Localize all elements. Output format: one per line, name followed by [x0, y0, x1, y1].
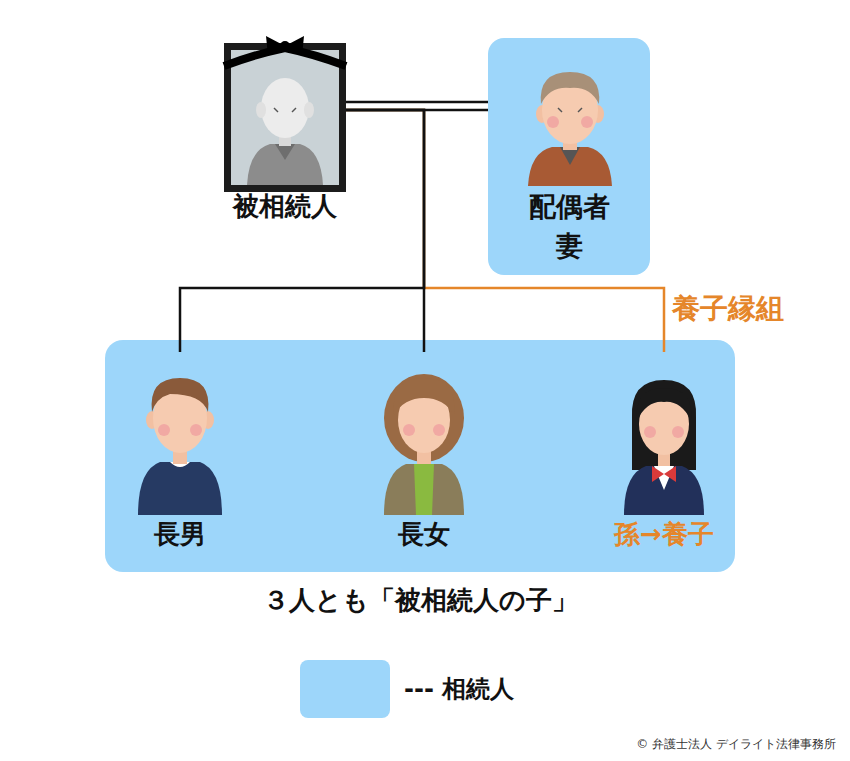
- daughter-figure: [384, 374, 464, 515]
- grandchild-figure: [624, 380, 704, 515]
- children-band: [105, 340, 735, 572]
- band-caption: ３人とも「被相続人の子」: [105, 584, 735, 618]
- adopted-child-node: 孫→養子: [594, 352, 734, 562]
- legend-label: --- 相続人: [404, 673, 514, 705]
- node-label: 配偶者: [529, 187, 610, 226]
- parent-child-line: [346, 110, 424, 352]
- parent-child-line: [180, 110, 424, 352]
- node-label: 長男: [154, 518, 206, 552]
- connector-stroke: [346, 110, 664, 352]
- children-band: 長男長女孫→養子３人とも「被相続人の子」: [105, 340, 735, 572]
- child-node: 長女: [369, 352, 479, 562]
- adoption-label: 養子縁組: [672, 290, 784, 328]
- spouse-figure: [528, 72, 612, 186]
- copyright-note: © 弁護士法人 デイライト法律事務所: [636, 736, 836, 753]
- node-label: 長女: [398, 518, 450, 552]
- marriage-line: [346, 102, 488, 110]
- node-label: 被相続人: [233, 190, 337, 224]
- spouse-box: 配偶者妻: [488, 38, 650, 275]
- connector-stroke: [346, 101, 488, 104]
- connector-stroke: [180, 110, 424, 352]
- legend-entry: --- 相続人: [300, 660, 514, 718]
- memorial-portrait: [224, 36, 346, 192]
- deceased-node: 被相続人: [224, 43, 346, 228]
- node-label: 妻: [556, 226, 583, 265]
- son-figure: [138, 378, 222, 515]
- connector-stroke: [346, 110, 424, 352]
- node-label: 孫→養子: [614, 518, 714, 552]
- parent-child-line: [346, 110, 664, 352]
- child-node: 長男: [125, 352, 235, 562]
- connector-stroke: [346, 109, 488, 112]
- spouse-panel: [488, 38, 650, 275]
- legend-swatch: [300, 660, 390, 718]
